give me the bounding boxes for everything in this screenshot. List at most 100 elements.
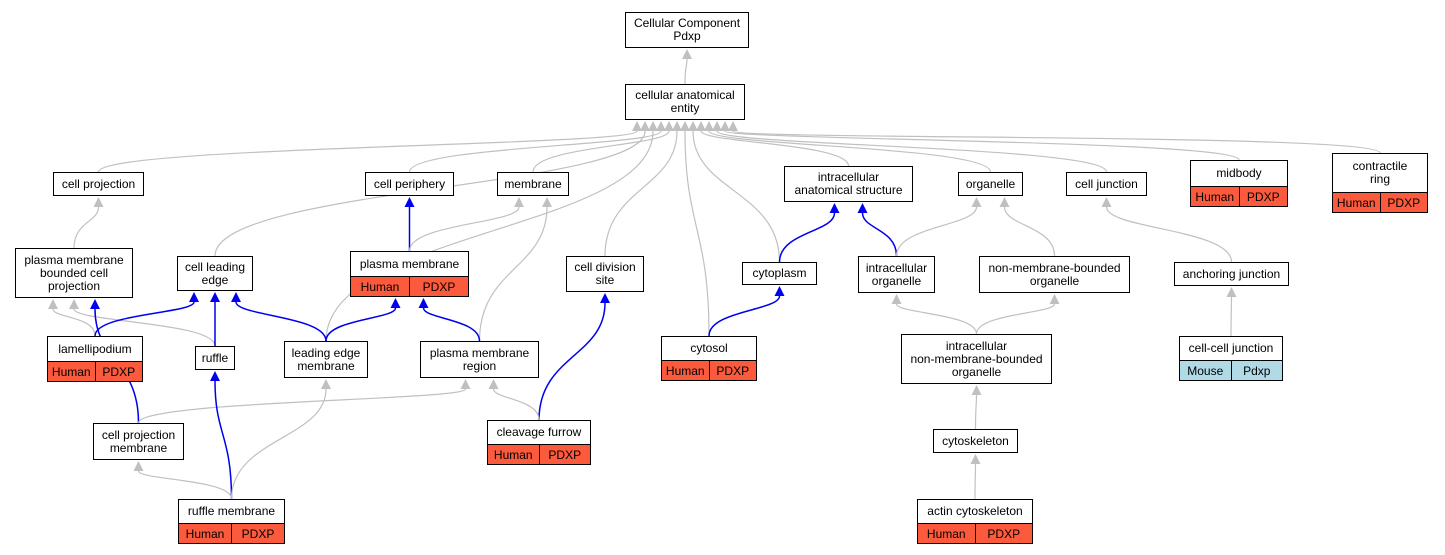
node-cleavage-furrow[interactable]: cleavage furrow Human PDXP (487, 420, 591, 465)
edge-ruffle-to-pmbcp (73, 308, 216, 347)
edge-anchoring_junction-to-cell_junction (1105, 206, 1233, 263)
edge-contractile_ring-to-cae (732, 130, 1381, 154)
node-actin-cytoskeleton[interactable]: actin cytoskeleton Human PDXP (917, 499, 1033, 544)
arrowhead-ruffle_membrane-to-cpm (133, 461, 144, 471)
edge-intracellular_organelle-to-ias (861, 212, 898, 257)
node-label: anchoring junction (1182, 266, 1281, 281)
arrowhead-cytosol-to-cytoplasm (774, 286, 785, 296)
species-badges: Human PDXP (488, 444, 590, 464)
arrowhead-ruffle_membrane-to-ruffle (210, 371, 220, 381)
gene-badge: Pdxp (1230, 361, 1282, 380)
arrowhead-ruffle_membrane-to-lem (321, 379, 331, 389)
node-cell-junction[interactable]: cell junction (1066, 172, 1147, 196)
node-ruffle[interactable]: ruffle (195, 346, 235, 370)
node-membrane[interactable]: membrane (497, 172, 569, 196)
gene-badge: PDXP (94, 362, 142, 381)
node-cytoplasm[interactable]: cytoplasm (742, 262, 817, 285)
arrowhead-cpm-to-pmr (460, 379, 471, 389)
arrowhead-ias-to-cae (696, 121, 706, 131)
arrowhead-cell_junction-to-cae (712, 121, 722, 131)
node-label: cleavage furrow (496, 425, 582, 439)
edge-pmr-to-plasma_membrane (422, 307, 481, 342)
arrowhead-cds-to-cae (672, 121, 682, 131)
node-cytoskeleton[interactable]: cytoskeleton (933, 429, 1018, 453)
species-badges: Human PDXP (351, 276, 468, 296)
edge-cytoplasm-to-cae (692, 130, 781, 263)
node-contractile-ring[interactable]: contractile ring Human PDXP (1332, 153, 1428, 213)
node-label: contractile ring (1352, 159, 1408, 186)
edge-cleavage_furrow-to-cds (538, 302, 606, 421)
node-plasma-membrane-region[interactable]: plasma membrane region (420, 341, 539, 378)
edge-inmbo-to-nmbo (975, 303, 1056, 335)
species-badge: Human (1191, 187, 1239, 206)
node-anchoring-junction[interactable]: anchoring junction (1174, 262, 1289, 286)
gene-badge: PDXP (974, 524, 1032, 543)
node-cell-projection-membrane[interactable]: cell projection membrane (93, 423, 184, 460)
arrowhead-plasma_membrane-to-membrane (514, 197, 524, 207)
node-label: cytosol (690, 341, 728, 355)
node-label: cell division site (574, 260, 636, 287)
species-badge: Mouse (1180, 361, 1231, 380)
edge-organelle-to-cae (708, 130, 992, 173)
arrowhead-pmr-to-plasma_membrane (418, 298, 429, 308)
arrowhead-cytoskeleton-to-inmbo (971, 385, 982, 395)
node-label: midbody (1216, 166, 1262, 180)
edge-ruffle_membrane-to-ruffle (214, 380, 233, 500)
node-label: cell periphery (373, 176, 446, 191)
species-badge: Human (48, 362, 95, 381)
arrowhead-lamellipodium-to-cle (189, 292, 199, 302)
gene-badge: PDXP (708, 361, 756, 380)
node-non-membrane-bounded-organelle[interactable]: non-membrane-bounded organelle (979, 256, 1130, 293)
node-label: intracellular non-membrane-bounded organ… (910, 338, 1043, 379)
arrowhead-ccj-to-anchoring_junction (1226, 287, 1237, 297)
arrowhead-cytosol-to-cae (680, 121, 690, 131)
edge-actin_cytoskeleton-to-cytoskeleton (974, 463, 977, 500)
arrowhead-cle-to-cae (640, 121, 650, 131)
node-ruffle-membrane[interactable]: ruffle membrane Human PDXP (178, 499, 285, 544)
node-cellular-component-pdxp[interactable]: Cellular Component Pdxp (625, 12, 749, 48)
species-badges: Human PDXP (662, 360, 756, 380)
node-label: leading edge membrane (291, 345, 361, 373)
edge-membrane-to-cae (532, 130, 670, 173)
node-cell-cell-junction[interactable]: cell-cell junction Mouse Pdxp (1179, 336, 1283, 381)
arrowhead-plasma_membrane-to-cell_periphery (404, 197, 415, 207)
node-organelle[interactable]: organelle (958, 172, 1023, 196)
node-label: cytoskeleton (942, 433, 1009, 448)
edge-cytoplasm-to-ias (778, 212, 836, 263)
node-cytosol[interactable]: cytosol Human PDXP (661, 336, 757, 381)
node-plasma-membrane-bounded-cell-projection[interactable]: plasma membrane bounded cell projection (15, 248, 133, 298)
node-intracellular-non-membrane-bounded-organelle[interactable]: intracellular non-membrane-bounded organ… (901, 334, 1052, 384)
node-midbody[interactable]: midbody Human PDXP (1190, 160, 1288, 207)
arrowhead-organelle-to-cae (704, 121, 714, 131)
node-cell-division-site[interactable]: cell division site (566, 256, 644, 292)
node-plasma-membrane[interactable]: plasma membrane Human PDXP (350, 251, 469, 297)
node-label: lamellipodium (58, 341, 132, 356)
species-badge: Human (488, 445, 539, 464)
node-cell-periphery[interactable]: cell periphery (365, 172, 454, 196)
arrowhead-membrane-to-cae (664, 121, 674, 131)
gene-badge: PDXP (1379, 193, 1427, 212)
node-label: cell projection membrane (101, 427, 176, 455)
arrowhead-lem-to-cle (231, 292, 241, 302)
node-cell-leading-edge[interactable]: cell leading edge (177, 256, 253, 291)
edge-cleavage_furrow-to-pmr (492, 388, 540, 421)
node-intracellular-organelle[interactable]: intracellular organelle (858, 256, 935, 293)
node-cell-projection[interactable]: cell projection (53, 172, 144, 196)
arrowhead-midbody-to-cae (720, 121, 730, 131)
arrowhead-cpm-to-pmbcp (90, 299, 100, 309)
species-badge: Human (662, 361, 709, 380)
node-label: cell leading edge (184, 259, 246, 287)
node-cellular-anatomical-entity[interactable]: cellular anatomical entity (625, 84, 745, 120)
node-leading-edge-membrane[interactable]: leading edge membrane (284, 341, 368, 378)
edge-plasma_membrane-to-membrane (408, 206, 520, 252)
species-badges: Human PDXP (1333, 192, 1427, 212)
node-label: ruffle (201, 350, 229, 365)
edge-ruffle_membrane-to-cpm (137, 470, 233, 500)
node-label: organelle (965, 176, 1016, 191)
node-intracellular-anatomical-structure[interactable]: intracellular anatomical structure (784, 166, 913, 202)
node-lamellipodium[interactable]: lamellipodium Human PDXP (47, 336, 143, 382)
node-label: ruffle membrane (187, 504, 276, 518)
node-label: Cellular Component Pdxp (633, 16, 741, 43)
species-badges: Human PDXP (918, 523, 1032, 543)
